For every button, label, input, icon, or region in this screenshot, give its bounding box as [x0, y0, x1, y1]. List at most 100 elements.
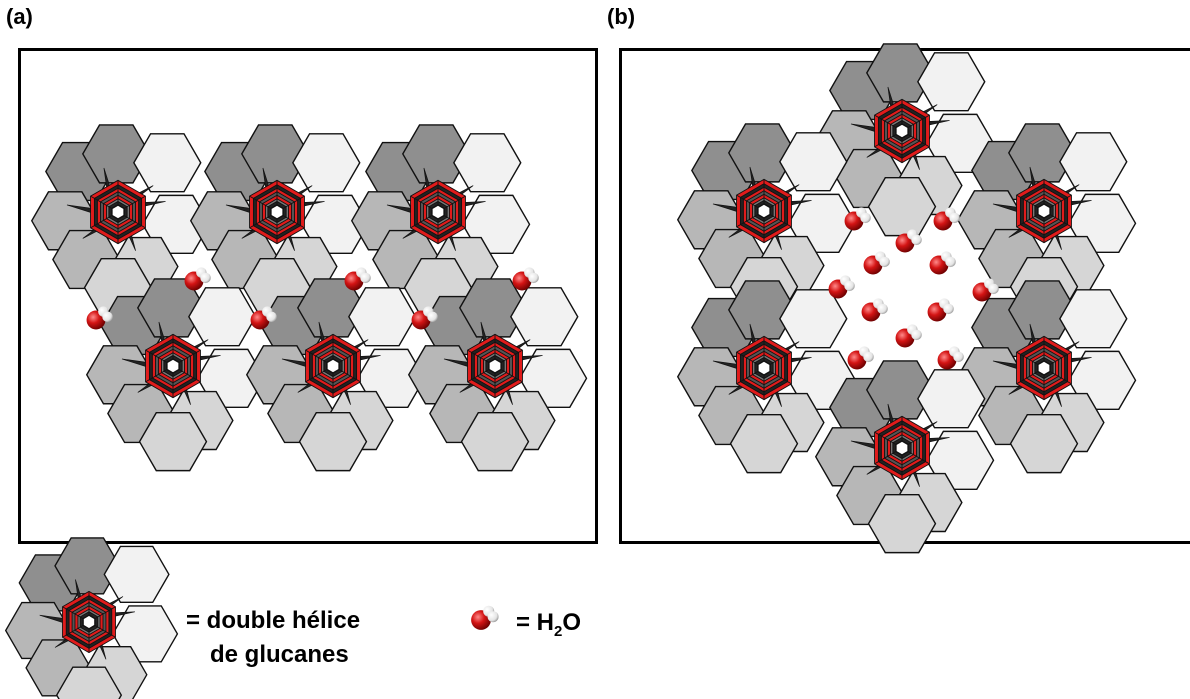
- helix-spoke: [305, 369, 328, 383]
- hydrogen-atom: [200, 272, 211, 284]
- helix-spoke: [769, 351, 792, 365]
- double-helix-b: [676, 280, 857, 474]
- hexagon: [54, 537, 121, 595]
- helix-center: [1037, 203, 1051, 219]
- water-molecule-b: [927, 298, 954, 322]
- helix-center: [1037, 360, 1051, 376]
- legend-helix-line1: = double hélice: [186, 607, 361, 634]
- helix-spoke: [305, 349, 328, 363]
- legend-helix-line2: de glucanes: [210, 641, 349, 668]
- hexagon: [729, 414, 799, 474]
- water-molecule-b: [863, 251, 890, 275]
- hexagon: [240, 124, 310, 184]
- helix-spoke: [282, 215, 305, 229]
- helix-spoke: [62, 606, 84, 619]
- water-molecule-b: [847, 346, 874, 370]
- helix-center: [270, 204, 284, 220]
- double-helix-b: [814, 360, 995, 554]
- double-helix-b: [956, 123, 1137, 317]
- hexagon: [133, 133, 202, 193]
- double-helix-a-bottom: [407, 278, 588, 472]
- hexagon: [727, 123, 797, 183]
- hydrogen-atom: [911, 329, 922, 341]
- helix-center: [757, 360, 771, 376]
- helix-spoke: [338, 369, 361, 383]
- hexagon: [138, 412, 208, 472]
- helix-spoke: [769, 371, 792, 385]
- hydrogen-atom: [528, 272, 539, 284]
- hexagon: [348, 287, 417, 347]
- water-molecule-a: [411, 306, 438, 330]
- helix-spoke: [338, 349, 361, 363]
- water-molecule-a: [86, 306, 113, 330]
- helix-spoke: [467, 369, 490, 383]
- hydrogen-atom: [844, 280, 855, 292]
- helix-center: [488, 358, 502, 374]
- hexagon: [865, 43, 935, 103]
- double-helix-a-bottom: [85, 278, 266, 472]
- helix-spoke: [249, 195, 272, 209]
- helix-spoke: [1016, 371, 1039, 385]
- double-helix-b: [676, 123, 857, 317]
- double-helix-a-top: [30, 124, 211, 318]
- hydrogen-atom: [945, 256, 956, 268]
- hydrogen-atom: [427, 311, 438, 323]
- helix-spoke: [123, 195, 146, 209]
- helix-spoke: [178, 349, 201, 363]
- helix-spoke: [90, 195, 113, 209]
- hexagon: [917, 369, 986, 429]
- hexagon: [1059, 289, 1128, 349]
- helix-spoke: [90, 215, 113, 229]
- hexagon: [1009, 414, 1079, 474]
- double-helix-b: [956, 280, 1137, 474]
- hexagon: [867, 494, 937, 554]
- water-molecule-b: [861, 298, 888, 322]
- hexagon: [1007, 280, 1077, 340]
- helix-spoke: [769, 194, 792, 208]
- helix-spoke: [123, 215, 146, 229]
- helix-spoke: [1016, 194, 1039, 208]
- double-helix-b: [814, 43, 995, 237]
- panel-a-label: (a): [6, 4, 33, 29]
- helix-spoke: [736, 194, 759, 208]
- legend-water-label: = H2O: [516, 609, 582, 640]
- panel-b-label: (b): [607, 4, 636, 29]
- helix-spoke: [769, 214, 792, 228]
- helix-spoke: [907, 114, 930, 128]
- water-molecule-a: [184, 267, 211, 291]
- helix-spoke: [443, 195, 466, 209]
- water-molecule-b: [828, 275, 855, 299]
- helix-spoke: [874, 114, 897, 128]
- water-molecule-a: [512, 267, 539, 291]
- water-molecule-a: [250, 306, 277, 330]
- helix-spoke: [1049, 194, 1072, 208]
- double-helix-a-top: [350, 124, 531, 318]
- helix-center: [895, 123, 909, 139]
- water-molecule-b: [937, 346, 964, 370]
- legend-water-symbol: [471, 605, 499, 630]
- hexagon: [401, 124, 471, 184]
- helix-spoke: [145, 369, 168, 383]
- helix-spoke: [736, 371, 759, 385]
- hydrogen-atom: [863, 351, 874, 363]
- helix-spoke: [94, 625, 116, 638]
- helix-spoke: [410, 215, 433, 229]
- helix-spoke: [874, 431, 897, 445]
- helix-spoke: [907, 431, 930, 445]
- helix-spoke: [410, 195, 433, 209]
- water-molecule-b: [933, 207, 960, 231]
- hexagon: [779, 132, 848, 192]
- water-molecule-b: [844, 207, 871, 231]
- helix-spoke: [94, 606, 116, 619]
- hydrogen-atom: [877, 303, 888, 315]
- water-molecule-b: [895, 324, 922, 348]
- helix-spoke: [1049, 371, 1072, 385]
- hexagon: [1059, 132, 1128, 192]
- helix-center: [326, 358, 340, 374]
- helix-center: [82, 614, 96, 630]
- helix-spoke: [178, 369, 201, 383]
- helix-spoke: [249, 215, 272, 229]
- hexagon: [103, 545, 170, 604]
- hexagon: [55, 666, 123, 699]
